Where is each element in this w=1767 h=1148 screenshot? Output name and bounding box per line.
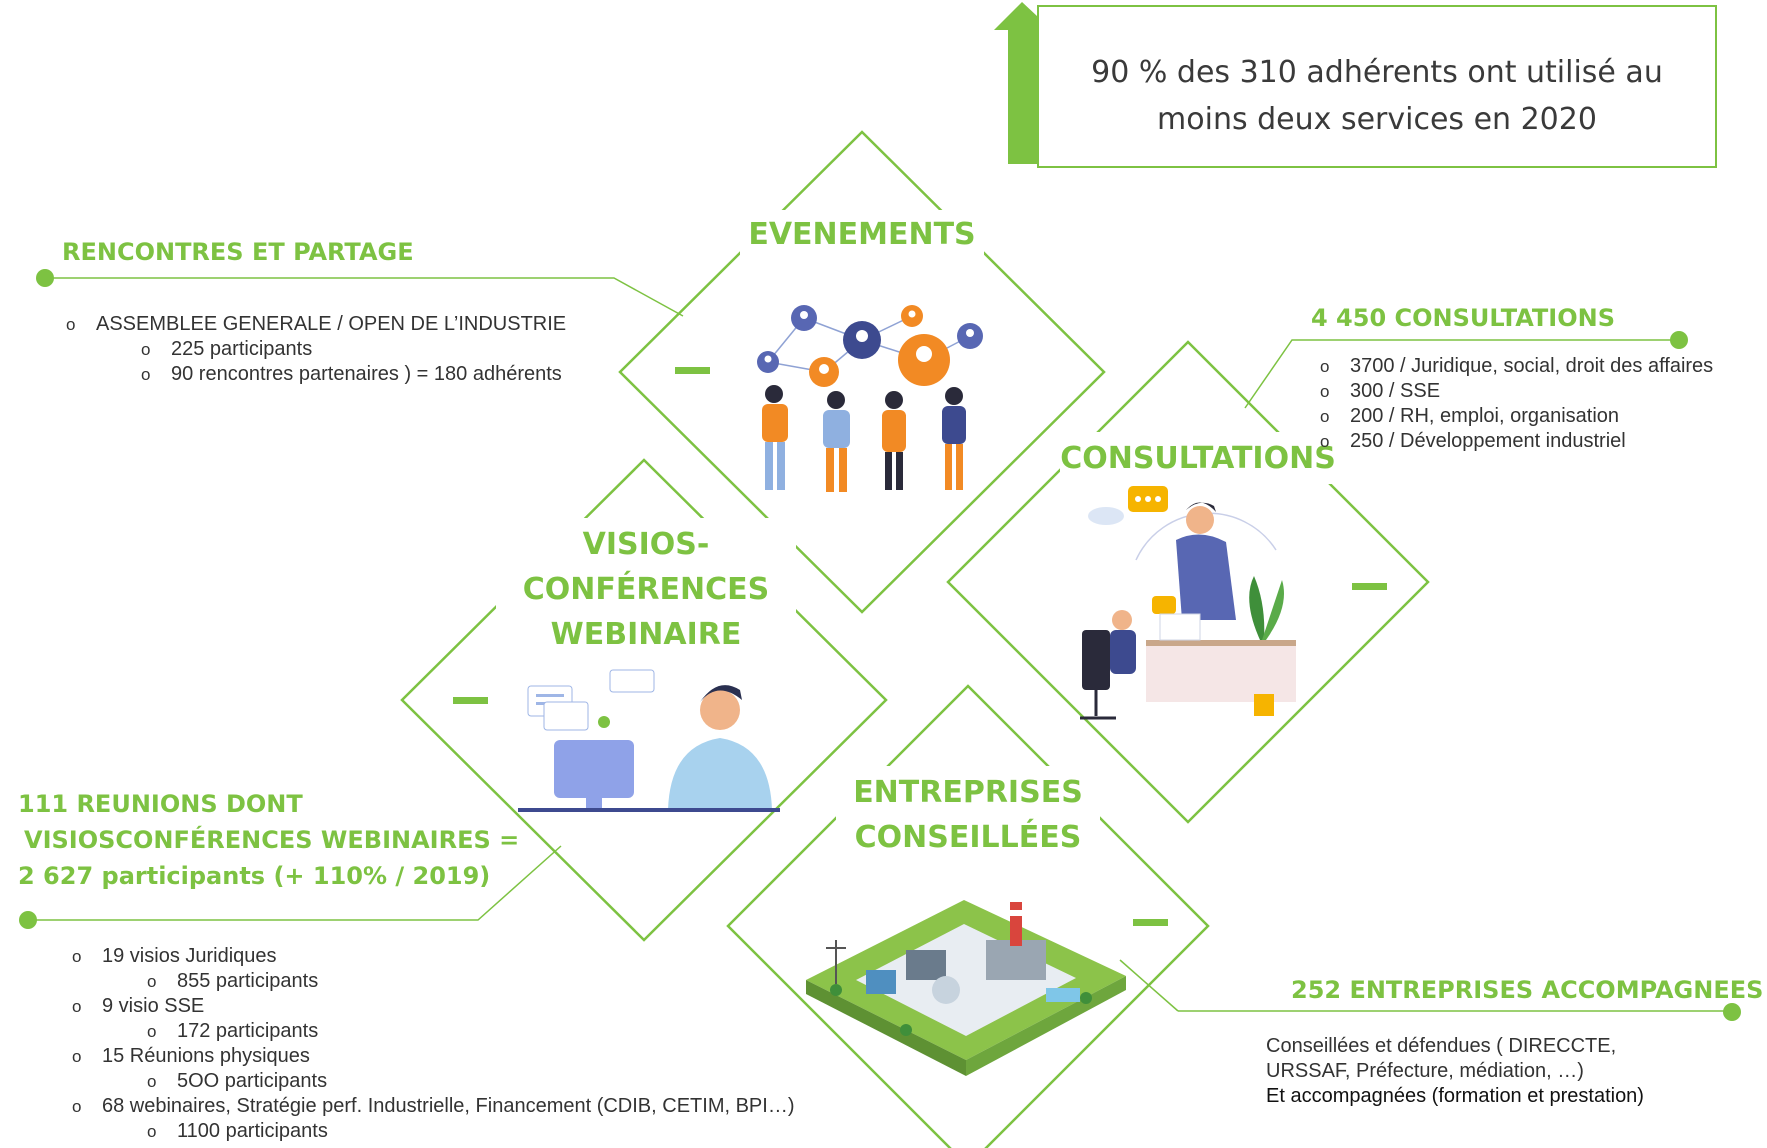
- reunions-title-line-3: 2 627 participants (+ 110% / 2019): [18, 862, 491, 890]
- diamond-evenements-outline: [618, 130, 1106, 614]
- banner-line-2: moins deux services en 2020: [1157, 102, 1597, 137]
- reunions-title-line-2: VISIOSCONFÉRENCES WEBINAIRES =: [24, 826, 520, 854]
- diamond-title-visios: VISIOS- CONFÉRENCES WEBINAIRE: [496, 522, 796, 657]
- videoconference-illustration: [518, 669, 780, 812]
- rencontres-list: ASSEMBLEE GENERALE / OPEN DE L’INDUSTRIE…: [66, 312, 566, 387]
- list-item: 15 Réunions physiques: [72, 1044, 795, 1069]
- factory-building-icon: [986, 940, 1046, 980]
- list-item: 855 participants: [147, 969, 795, 994]
- diamond-title-evenements: EVENEMENTS: [748, 217, 976, 252]
- list-item: 225 participants: [141, 337, 566, 362]
- list-item: 68 webinaires, Stratégie perf. Industrie…: [72, 1094, 795, 1119]
- reunions-title: 111 REUNIONS DONT VISIOSCONFÉRENCES WEBI…: [18, 786, 519, 894]
- diamond-entreprises-outline: [726, 684, 1210, 1148]
- entreprises-line-1: ENTREPRISES: [853, 775, 1083, 810]
- list-item: 5OO participants: [147, 1069, 795, 1094]
- dash-consultations: [1352, 583, 1387, 590]
- rencontres-title: RENCONTRES ET PARTAGE: [62, 238, 414, 266]
- consultations-list: 3700 / Juridique, social, droit des affa…: [1320, 354, 1713, 454]
- industrial-site-illustration: [806, 900, 1126, 1076]
- entreprises-line-2: URSSAF, Préfecture, médiation, …): [1266, 1060, 1584, 1082]
- connector-rencontres: [44, 277, 684, 317]
- visios-line-2: CONFÉRENCES: [522, 572, 770, 607]
- list-item: 1100 participants: [147, 1119, 795, 1144]
- diamond-consultations-outline: [946, 340, 1430, 824]
- people-network-illustration: [757, 305, 983, 492]
- monitor-icon: [554, 740, 634, 798]
- list-item: 250 / Développement industriel: [1320, 429, 1713, 454]
- entreprises-line-2: CONSEILLÉES: [854, 820, 1082, 855]
- list-item: ASSEMBLEE GENERALE / OPEN DE L’INDUSTRIE: [66, 312, 566, 337]
- list-item: 19 visios Juridiques: [72, 944, 795, 969]
- connector-reunions: [28, 845, 562, 921]
- diamond-title-entreprises: ENTREPRISES CONSEILLÉES: [836, 770, 1100, 860]
- dash-evenements: [675, 367, 710, 374]
- list-item: 172 participants: [147, 1019, 795, 1044]
- banner-line-1: 90 % des 310 adhérents ont utilisé au: [1091, 55, 1663, 90]
- entreprises-line-3: Et accompagnées (formation et prestation…: [1266, 1085, 1644, 1107]
- list-item: 300 / SSE: [1320, 379, 1713, 404]
- entreprises-line-1: Conseillées et défendues ( DIRECCTE,: [1266, 1035, 1617, 1057]
- list-item: 3700 / Juridique, social, droit des affa…: [1320, 354, 1713, 379]
- dot-rencontres: [36, 269, 54, 287]
- list-item: 200 / RH, emploi, organisation: [1320, 404, 1713, 429]
- list-item: 9 visio SSE: [72, 994, 795, 1019]
- dot-entreprises: [1723, 1003, 1741, 1021]
- entreprises-title: 252 ENTREPRISES ACCOMPAGNEES: [1291, 976, 1764, 1004]
- dash-visios: [453, 697, 488, 704]
- dot-consultations: [1670, 331, 1688, 349]
- visios-line-1: VISIOS-: [582, 527, 710, 562]
- dash-entreprises: [1133, 919, 1168, 926]
- list-item: 90 rencontres partenaires ) = 180 adhére…: [141, 362, 566, 387]
- dot-reunions: [19, 911, 37, 929]
- consultations-title: 4 450 CONSULTATIONS: [1311, 304, 1615, 332]
- diamond-title-consultations: CONSULTATIONS: [1060, 441, 1336, 476]
- summary-banner: 90 % des 310 adhérents ont utilisé au mo…: [1037, 5, 1717, 168]
- reunions-list: 19 visios Juridiques 855 participants 9 …: [72, 944, 795, 1144]
- connector-consultations: [1244, 339, 1679, 409]
- diamond-visios-outline: [400, 458, 888, 942]
- reunions-title-line-1: 111 REUNIONS DONT: [18, 790, 303, 818]
- office-consultation-illustration: [1080, 486, 1296, 720]
- entreprises-description: Conseillées et défendues ( DIRECCTE, URS…: [1266, 1034, 1644, 1109]
- visios-line-3: WEBINAIRE: [550, 617, 742, 652]
